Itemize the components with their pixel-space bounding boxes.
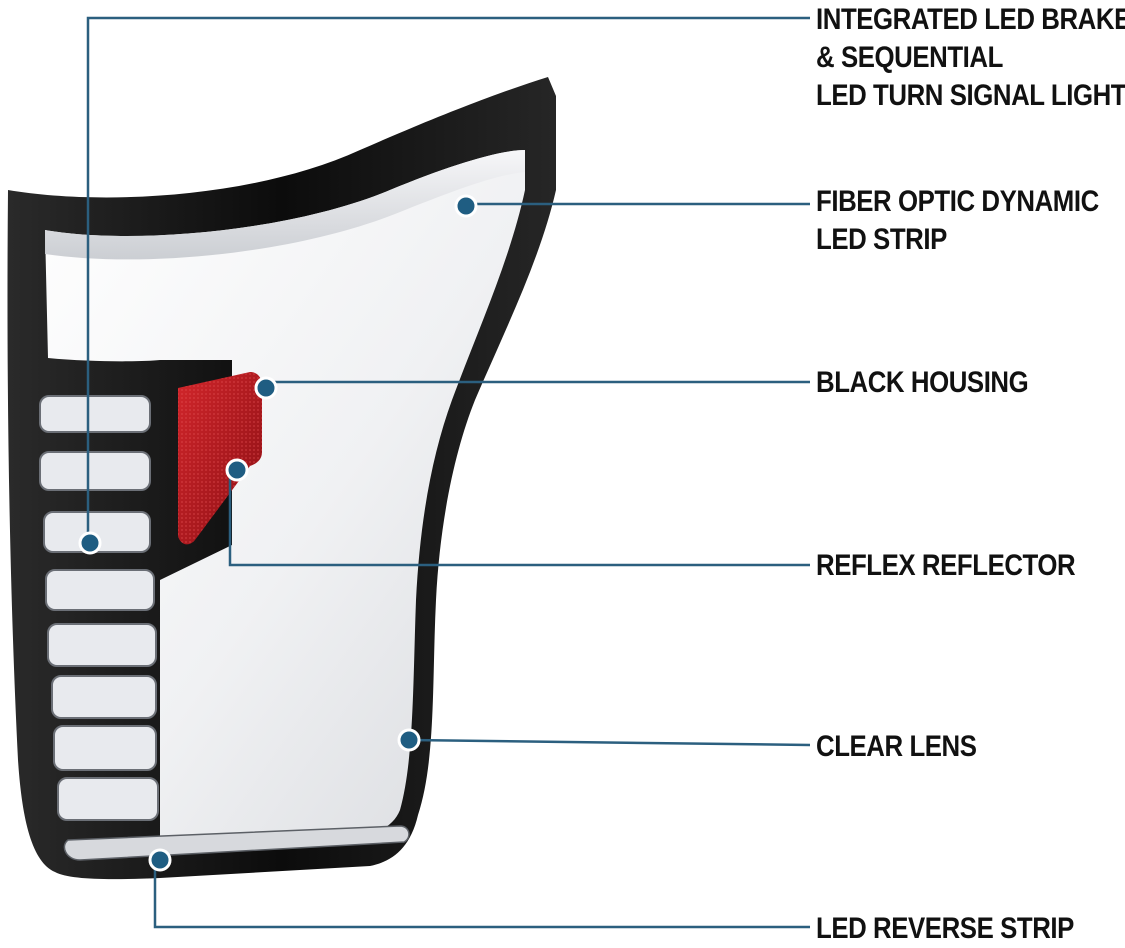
callout-led-reverse-strip: LED REVERSE STRIP: [816, 910, 1074, 948]
leader-line-integrated: [86, 16, 810, 543]
marker-dot-reverse: [148, 848, 172, 872]
led-segment: [53, 725, 157, 771]
clear-lens-body: [45, 150, 525, 836]
marker-dot-housing: [254, 376, 278, 400]
callout-text: BLACK HOUSING: [816, 366, 1029, 399]
callout-text: & SEQUENTIAL: [816, 41, 1003, 74]
callout-reflex-reflector: REFLEX REFLECTOR: [816, 547, 1076, 585]
led-segment: [45, 569, 155, 611]
led-reverse-strip: [63, 825, 410, 861]
callout-text: FIBER OPTIC DYNAMIC: [816, 185, 1099, 218]
led-segments: [39, 395, 159, 821]
led-segment: [51, 675, 157, 719]
marker-dot-integrated: [78, 531, 102, 555]
callout-text: LED REVERSE STRIP: [816, 912, 1074, 945]
marker-dot-reflector: [225, 458, 249, 482]
led-segment: [39, 451, 151, 491]
marker-dot-lens: [397, 728, 421, 752]
led-segment: [39, 395, 151, 433]
callout-text: INTEGRATED LED BRAKE: [816, 3, 1125, 36]
callout-clear-lens: CLEAR LENS: [816, 728, 977, 766]
callout-fiber-optic: FIBER OPTIC DYNAMIC LED STRIP: [816, 183, 1099, 259]
callout-text: CLEAR LENS: [816, 730, 977, 763]
callout-text: REFLEX REFLECTOR: [816, 549, 1076, 582]
fiber-optic-strip: [45, 150, 525, 260]
callout-integrated-led: INTEGRATED LED BRAKE & SEQUENTIAL LED TU…: [816, 1, 1125, 115]
led-segment: [57, 777, 159, 821]
callout-text: LED TURN SIGNAL LIGHTS: [816, 79, 1125, 112]
leader-line-lens: [408, 738, 811, 747]
callout-text: LED STRIP: [816, 223, 947, 256]
marker-dot-fiber: [454, 194, 478, 218]
callout-black-housing: BLACK HOUSING: [816, 364, 1029, 402]
led-segment: [47, 623, 157, 667]
